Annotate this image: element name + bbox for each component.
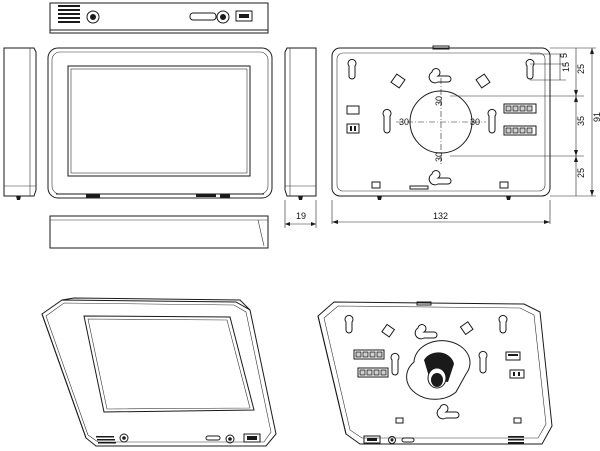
dim-hole-right: 30 [470,117,480,127]
keyhole-slot-icon [487,108,497,134]
right-side-view: 19 [284,47,317,228]
usb-port-icon [235,10,253,22]
bottom-view [49,215,269,249]
keyhole-slot-icon [390,352,400,376]
dim-hole-spacing: 35 [576,116,586,126]
keyhole-slot-icon [344,314,354,334]
dim-top-margin: 25 [576,64,586,74]
dim-hole-left: 30 [399,117,409,127]
cable-entry-circle [406,340,471,400]
front-view [47,47,273,199]
keyhole-slot-icon [428,68,452,84]
vent-grille [58,5,80,23]
connector-icon [216,10,230,24]
keyhole-slot-icon [478,350,488,374]
left-side-view [3,47,37,200]
isometric-front-view [41,297,277,447]
screen [67,65,251,177]
dim-hole-bottom: 30 [434,152,444,162]
dim-small-b: 5 [559,53,569,58]
dim-depth: 19 [296,211,306,221]
keyhole-slot-icon [428,170,452,186]
keyhole-slot-icon [347,58,357,80]
keyhole-slot-icon [436,404,460,420]
dim-bottom-margin: 25 [576,168,586,178]
dim-width: 132 [433,211,448,221]
keyhole-slot-icon [498,314,508,334]
vent-grille [508,436,524,444]
dim-small-a: 15 [561,62,571,72]
back-view: 30 30 30 30 132 5 15 25 35 25 9 [331,45,600,224]
isometric-back-view [317,301,553,445]
port-icon [189,12,217,21]
vent-grille [96,436,116,444]
terminal-block [503,103,537,136]
connector-icon [86,10,100,24]
keyhole-slot-icon [414,324,438,340]
top-view [49,2,269,34]
screen [83,315,255,413]
keyhole-slot-icon [525,58,535,80]
dim-hole-top: 30 [434,96,444,106]
dim-height: 91 [592,112,600,122]
terminal-block [353,349,389,378]
keyhole-slot-icon [382,108,392,134]
